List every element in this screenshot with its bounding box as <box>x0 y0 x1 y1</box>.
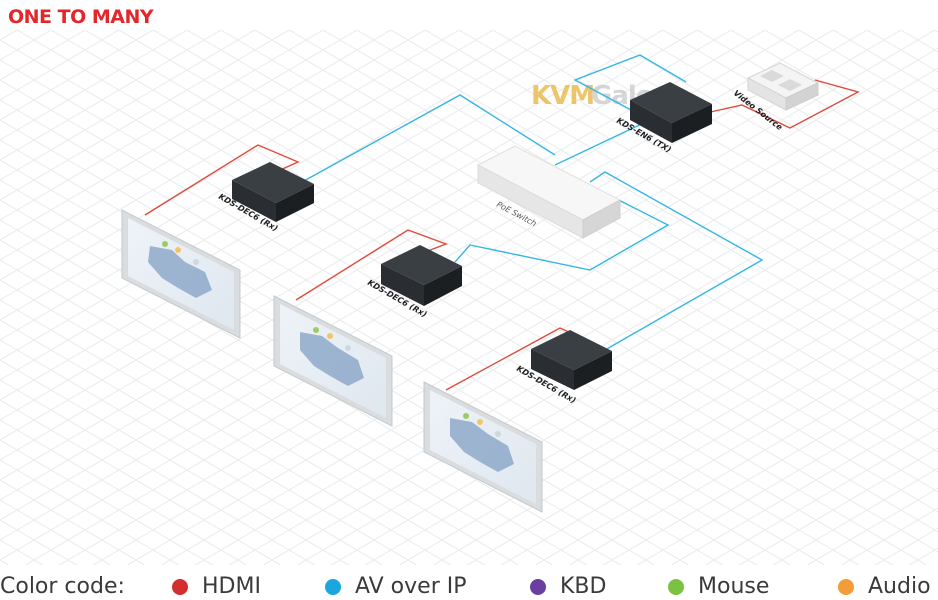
legend-dot-kbd <box>530 579 546 595</box>
av-over-ip-cables <box>301 54 764 351</box>
cable-source-encoder <box>705 79 860 129</box>
legend-dot-hdmi <box>172 579 188 595</box>
legend-dot-audio <box>838 579 854 595</box>
cable-switch-encoder <box>554 54 687 166</box>
color-legend: Color code: HDMI AV over IP KBD Mouse Au… <box>0 570 938 600</box>
watermark-part1: KVM <box>531 81 594 111</box>
page-title: ONE TO MANY <box>8 6 154 28</box>
legend-dot-av-over-ip <box>325 579 341 595</box>
legend-dot-mouse <box>668 579 684 595</box>
display-screen-2 <box>273 295 393 427</box>
cable-switch-decoder1 <box>301 94 556 183</box>
iso-grid <box>0 30 938 565</box>
display-screen-3 <box>423 381 543 513</box>
display-screen-1 <box>121 209 241 339</box>
legend-item-kbd: KBD <box>560 574 607 599</box>
legend-item-av-over-ip: AV over IP <box>355 574 467 599</box>
legend-item-mouse: Mouse <box>698 574 770 599</box>
cable-switch-decoder3 <box>589 171 764 351</box>
legend-item-audio: Audio <box>868 574 931 599</box>
cable-switch-decoder2 <box>454 187 670 271</box>
legend-label: Color code: <box>0 574 125 599</box>
legend-item-hdmi: HDMI <box>202 574 261 599</box>
network-diagram: KVM Galore PoE Switch Video Source KDS- <box>0 30 938 565</box>
